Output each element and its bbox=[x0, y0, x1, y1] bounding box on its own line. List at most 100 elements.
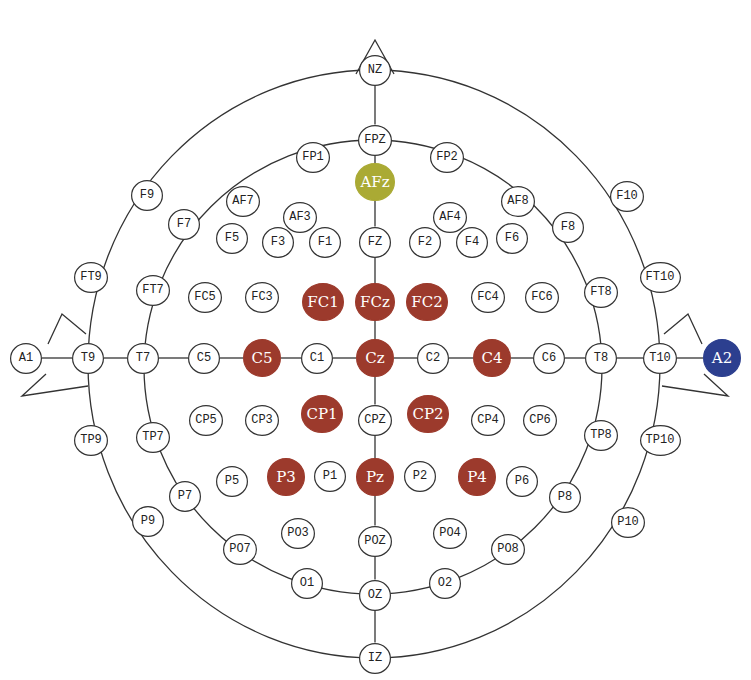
electrode-label: Pz bbox=[366, 468, 384, 486]
electrode-circle: POZ bbox=[358, 526, 392, 557]
electrode-label: Cz bbox=[365, 349, 384, 367]
electrode-label: FT9 bbox=[80, 270, 102, 284]
electrode-label: FC1 bbox=[307, 293, 338, 311]
connector-line bbox=[374, 201, 375, 227]
electrode-label: C1 bbox=[310, 351, 324, 365]
electrode-circle: FT7 bbox=[136, 275, 170, 306]
electrode-label: CP5 bbox=[195, 413, 217, 427]
connector-line bbox=[374, 611, 375, 643]
electrode-circle: FT9 bbox=[74, 262, 108, 293]
electrode-circle: FC4 bbox=[471, 282, 505, 313]
connector-line bbox=[677, 357, 703, 358]
electrode-circle: CP4 bbox=[471, 405, 505, 436]
electrode-label: F10 bbox=[616, 189, 638, 203]
electrode-circle: AFz bbox=[355, 163, 395, 201]
connector-line bbox=[104, 357, 127, 358]
electrode-label: FP1 bbox=[302, 150, 324, 164]
electrode-label: P5 bbox=[225, 474, 239, 488]
electrode-circle: O2 bbox=[429, 568, 461, 599]
electrode-label: FP2 bbox=[436, 150, 458, 164]
electrode-label: POZ bbox=[364, 534, 386, 548]
electrode-label: AF4 bbox=[439, 210, 461, 224]
electrode-circle: F6 bbox=[496, 223, 528, 254]
electrode-circle: P3 bbox=[267, 458, 305, 496]
connector-line bbox=[394, 357, 417, 358]
electrode-label: F8 bbox=[561, 220, 575, 234]
connector-line bbox=[374, 377, 375, 405]
connector-line bbox=[333, 357, 356, 358]
connector-line bbox=[281, 357, 301, 358]
electrode-label: T9 bbox=[81, 351, 95, 365]
electrode-label: P1 bbox=[323, 469, 337, 483]
electrode-circle: F10 bbox=[610, 181, 644, 212]
electrode-label: O1 bbox=[300, 576, 314, 590]
inner-ring bbox=[144, 140, 602, 594]
electrode-circle: FZ bbox=[359, 227, 391, 258]
electrode-circle: P5 bbox=[216, 466, 248, 497]
electrode-label: FC5 bbox=[194, 290, 216, 304]
connector-line bbox=[159, 357, 188, 358]
electrode-circle: CP6 bbox=[523, 405, 557, 436]
connector-line bbox=[449, 357, 473, 358]
electrode-circle: FC5 bbox=[188, 282, 222, 313]
electrode-circle: CP5 bbox=[189, 405, 223, 436]
electrode-label: P4 bbox=[467, 468, 487, 486]
connector-line bbox=[511, 357, 533, 358]
electrode-label: TP7 bbox=[142, 430, 164, 444]
electrode-label: F9 bbox=[140, 188, 154, 202]
electrode-label: P10 bbox=[617, 515, 639, 529]
electrode-label: F1 bbox=[318, 235, 332, 249]
connector-line bbox=[565, 357, 585, 358]
electrode-circle: CP2 bbox=[407, 395, 449, 433]
electrode-circle: F1 bbox=[309, 227, 341, 258]
electrode-circle: FC1 bbox=[302, 283, 344, 321]
electrode-label: C6 bbox=[542, 351, 556, 365]
electrode-label: A1 bbox=[19, 351, 33, 365]
connector-line bbox=[374, 496, 375, 526]
electrode-circle: C5 bbox=[188, 343, 220, 374]
connector-line bbox=[220, 357, 243, 358]
connector-line bbox=[374, 258, 375, 284]
electrode-circle: A2 bbox=[703, 339, 741, 377]
electrode-label: CP2 bbox=[412, 405, 443, 423]
electrode-label: C2 bbox=[426, 351, 440, 365]
electrode-label: TP8 bbox=[590, 428, 612, 442]
electrode-label: T8 bbox=[594, 351, 608, 365]
electrode-label: PO4 bbox=[439, 526, 461, 540]
electrode-label: AF7 bbox=[232, 194, 254, 208]
electrode-circle: F2 bbox=[409, 227, 441, 258]
electrode-label: FC6 bbox=[531, 290, 553, 304]
connector-line bbox=[617, 357, 643, 358]
electrode-circle: P8 bbox=[549, 482, 581, 513]
electrode-circle: TP9 bbox=[74, 425, 108, 456]
electrode-label: P8 bbox=[558, 490, 572, 504]
electrode-circle: A1 bbox=[10, 343, 42, 374]
electrode-circle: PO3 bbox=[281, 518, 315, 549]
electrode-circle: C2 bbox=[417, 343, 449, 374]
electrode-label: FCz bbox=[360, 293, 390, 311]
electrode-label: FT7 bbox=[142, 283, 164, 297]
electrode-label: FPZ bbox=[364, 133, 386, 147]
electrode-circle: FP1 bbox=[296, 142, 330, 173]
electrode-circle: F9 bbox=[131, 180, 163, 211]
electrode-label: PO8 bbox=[497, 542, 519, 556]
electrode-circle: T7 bbox=[127, 343, 159, 374]
electrode-label: NZ bbox=[368, 63, 382, 77]
electrode-circle: F7 bbox=[168, 209, 200, 240]
electrode-label: FC3 bbox=[251, 290, 273, 304]
connector-line bbox=[374, 436, 375, 459]
electrode-label: CP1 bbox=[306, 405, 337, 423]
electrode-circle: PO4 bbox=[433, 518, 467, 549]
electrode-circle: AF8 bbox=[501, 186, 535, 217]
electrode-label: TP9 bbox=[80, 433, 102, 447]
electrode-circle: C4 bbox=[473, 339, 511, 377]
electrode-label: AFz bbox=[360, 173, 389, 191]
electrode-label: AF3 bbox=[289, 210, 311, 224]
electrode-circle: C1 bbox=[301, 343, 333, 374]
electrode-circle: P1 bbox=[314, 461, 346, 492]
electrode-circle: NZ bbox=[359, 55, 391, 86]
electrode-label: O2 bbox=[438, 576, 452, 590]
electrode-circle: T10 bbox=[643, 343, 677, 374]
electrode-circle: TP10 bbox=[640, 425, 681, 456]
electrode-circle: O1 bbox=[291, 568, 323, 599]
